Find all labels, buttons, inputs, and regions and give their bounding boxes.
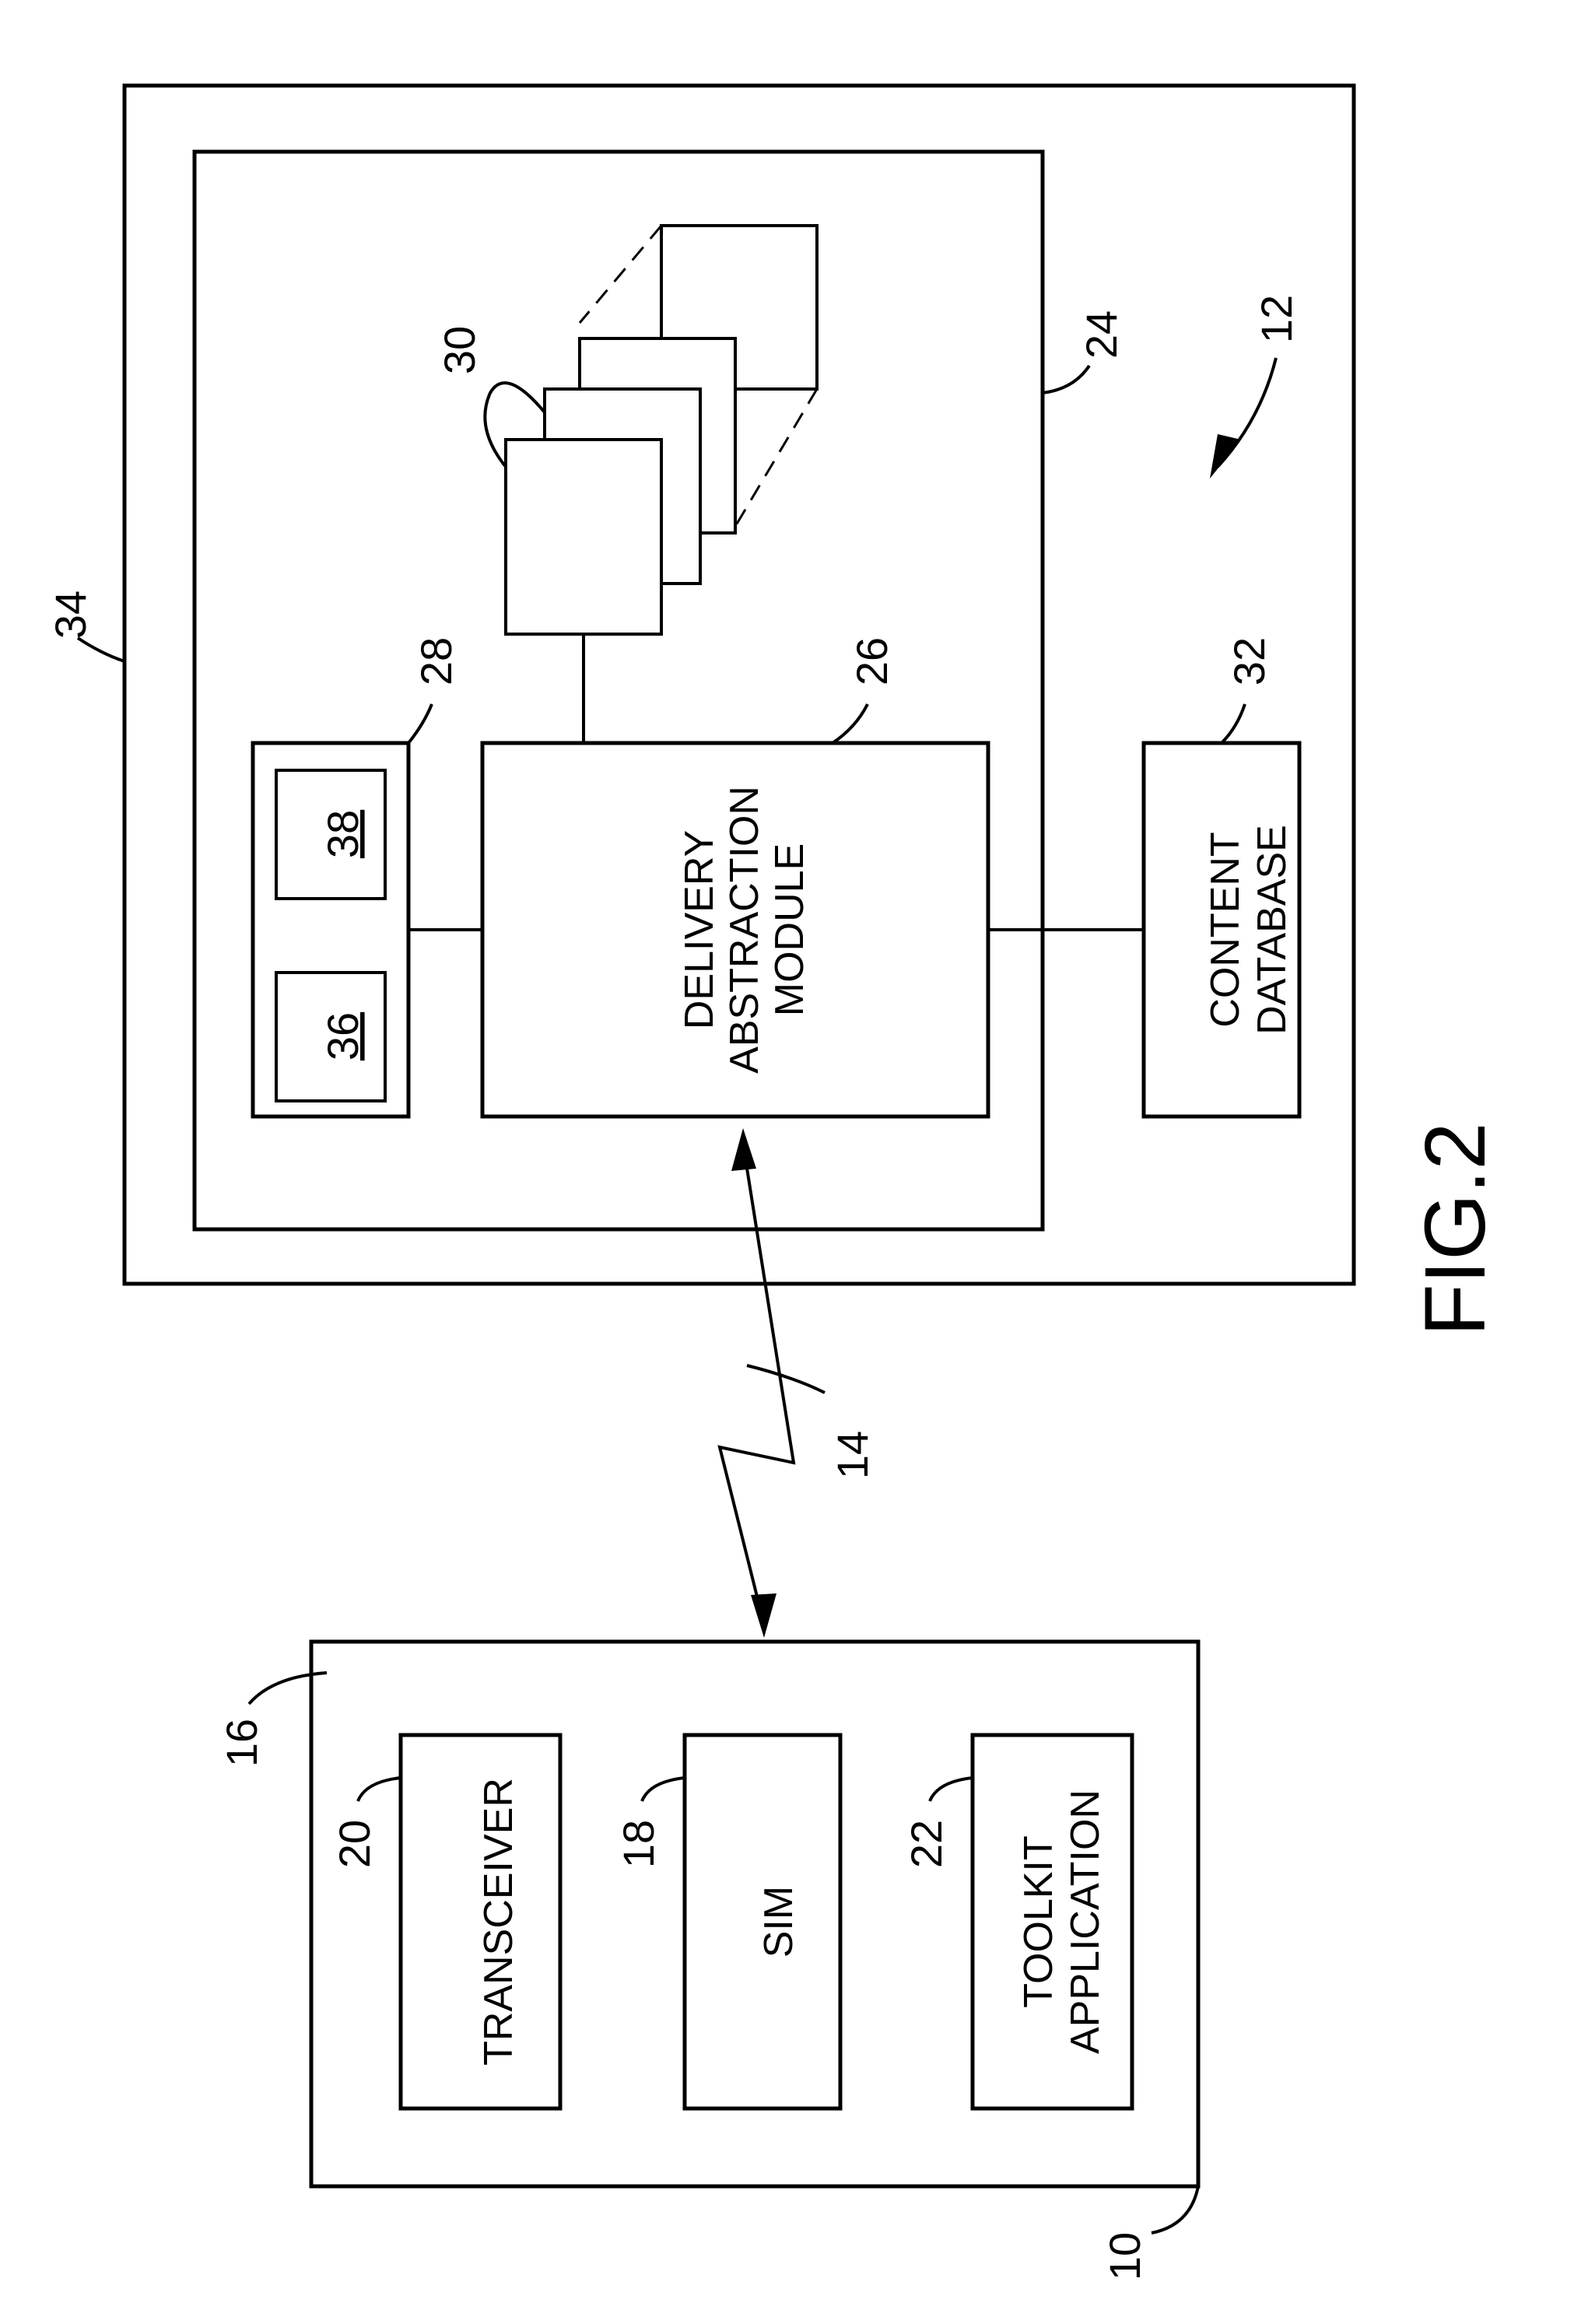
svg-text:32: 32	[1225, 637, 1274, 685]
ref-18: 18	[614, 1820, 663, 1868]
svg-text:FIG.2: FIG.2	[1407, 1122, 1503, 1336]
leader-34	[78, 638, 124, 661]
svg-text:DELIVERY: DELIVERY	[677, 830, 722, 1029]
svg-text:DATABASE: DATABASE	[1250, 825, 1295, 1035]
sub-block-36-label: 36	[318, 1012, 367, 1060]
leader-10	[1152, 2186, 1198, 2233]
svg-text:34: 34	[46, 591, 95, 639]
figure-caption: FIG.2	[1407, 1122, 1503, 1336]
svg-text:ABSTRACTION: ABSTRACTION	[722, 786, 767, 1074]
ref-34: 34	[46, 591, 95, 639]
ref-30: 30	[435, 326, 484, 374]
svg-text:TRANSCEIVER: TRANSCEIVER	[476, 1778, 521, 2066]
svg-text:38: 38	[318, 810, 367, 858]
ref-10: 10	[1100, 2232, 1149, 2280]
svg-text:28: 28	[412, 637, 461, 685]
svg-text:30: 30	[435, 326, 484, 374]
svg-text:20: 20	[330, 1820, 379, 1868]
svg-text:12: 12	[1252, 295, 1301, 343]
svg-text:16: 16	[217, 1719, 266, 1767]
ref-22: 22	[902, 1820, 951, 1868]
svg-text:TOOLKIT: TOOLKIT	[1016, 1835, 1061, 2008]
ref-32: 32	[1225, 637, 1274, 685]
svg-text:APPLICATION: APPLICATION	[1063, 1789, 1108, 2054]
svg-text:14: 14	[828, 1431, 877, 1479]
leader-14	[747, 1365, 825, 1393]
ref-20: 20	[330, 1820, 379, 1868]
svg-text:MODULE: MODULE	[767, 843, 812, 1016]
svg-text:CONTENT: CONTENT	[1203, 832, 1248, 1027]
ref-16: 16	[217, 1719, 266, 1767]
ref-26: 26	[847, 637, 896, 685]
sub-block-38-label: 38	[318, 810, 367, 858]
ref-24: 24	[1077, 310, 1126, 359]
sim-label: SIM	[756, 1886, 801, 1958]
transceiver-label: TRANSCEIVER	[476, 1778, 521, 2066]
ref-12: 12	[1252, 295, 1301, 343]
svg-text:10: 10	[1100, 2232, 1149, 2280]
svg-text:18: 18	[614, 1820, 663, 1868]
svg-text:24: 24	[1077, 310, 1126, 359]
svg-text:SIM: SIM	[756, 1886, 801, 1958]
ref-28: 28	[412, 637, 461, 685]
svg-text:36: 36	[318, 1012, 367, 1060]
svg-text:22: 22	[902, 1820, 951, 1868]
ref-14: 14	[828, 1431, 877, 1479]
svg-text:26: 26	[847, 637, 896, 685]
